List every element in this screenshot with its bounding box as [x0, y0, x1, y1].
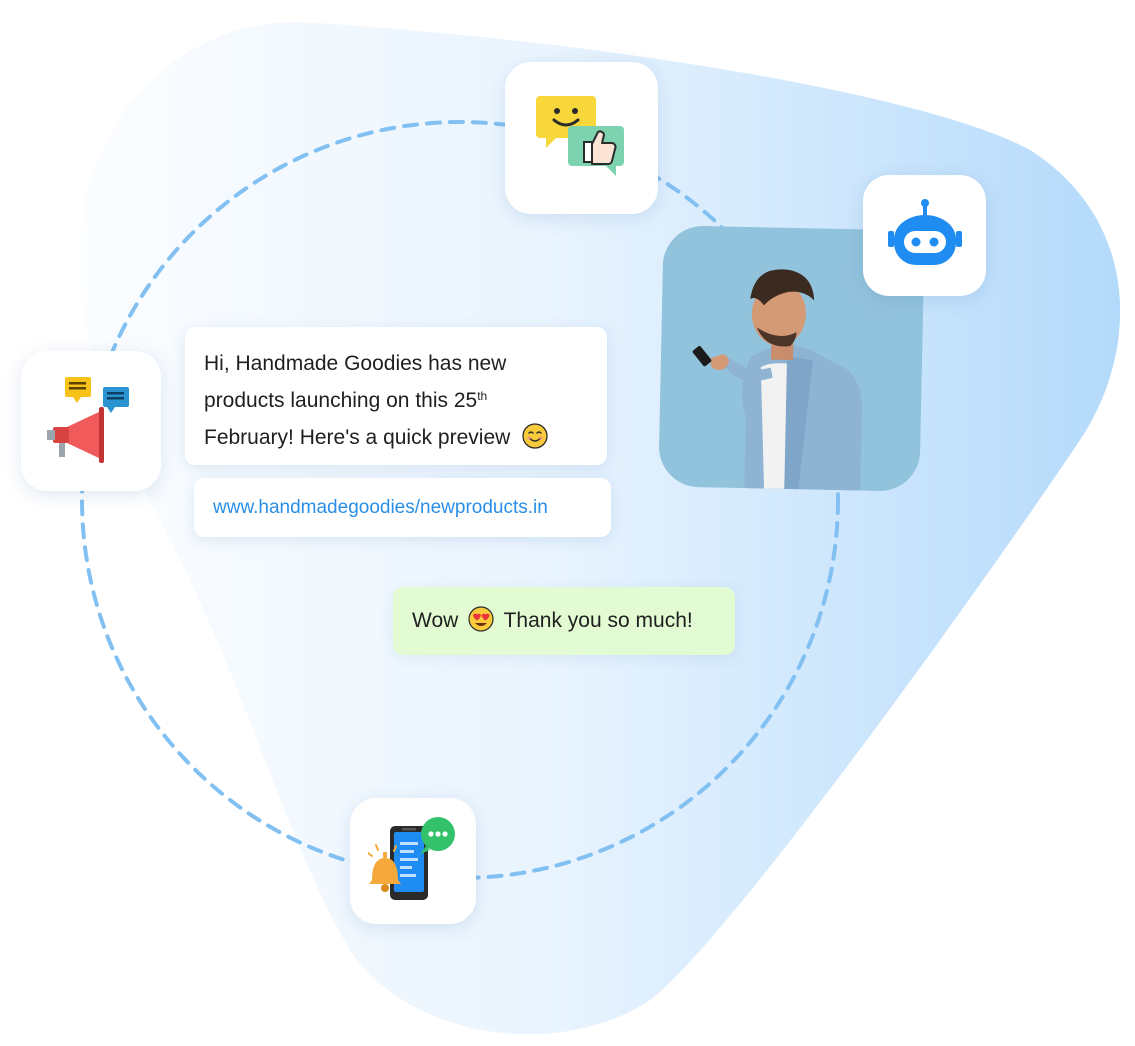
chatbot-icon	[887, 198, 962, 265]
product-link[interactable]: www.handmadegoodies/newproducts.in	[213, 497, 548, 518]
person-using-phone-image	[658, 225, 925, 492]
reply-text-after: Thank you so much!	[503, 609, 693, 632]
phone-notification-icon	[368, 817, 455, 900]
chatbot-card	[863, 175, 986, 296]
message-bubble: Hi, Handmade Goodies has new products la…	[185, 327, 607, 465]
megaphone-icon	[47, 377, 129, 463]
notification-card	[350, 798, 476, 924]
ordinal-suffix: th	[477, 389, 488, 403]
message-line-2: products launching on this 25th	[204, 382, 607, 419]
message-line-2-text: products launching on this 25	[204, 389, 478, 412]
reply-text-before: Wow	[412, 609, 459, 632]
heart-eyes-emoji-icon	[468, 606, 494, 633]
reply-bubble: Wow Thank you so much!	[393, 587, 735, 655]
megaphone-card	[21, 351, 161, 491]
feedback-card	[505, 62, 658, 214]
dashed-circle	[80, 120, 840, 880]
message-line-3: February! Here's a quick preview	[204, 419, 607, 456]
feedback-chat-icon	[535, 96, 624, 176]
message-line-1: Hi, Handmade Goodies has new	[204, 352, 507, 375]
message-line-3-text: February! Here's a quick preview	[204, 426, 511, 449]
smiling-face-emoji-icon	[522, 423, 548, 450]
person-photo	[658, 225, 925, 492]
link-bubble[interactable]: www.handmadegoodies/newproducts.in	[194, 478, 611, 537]
